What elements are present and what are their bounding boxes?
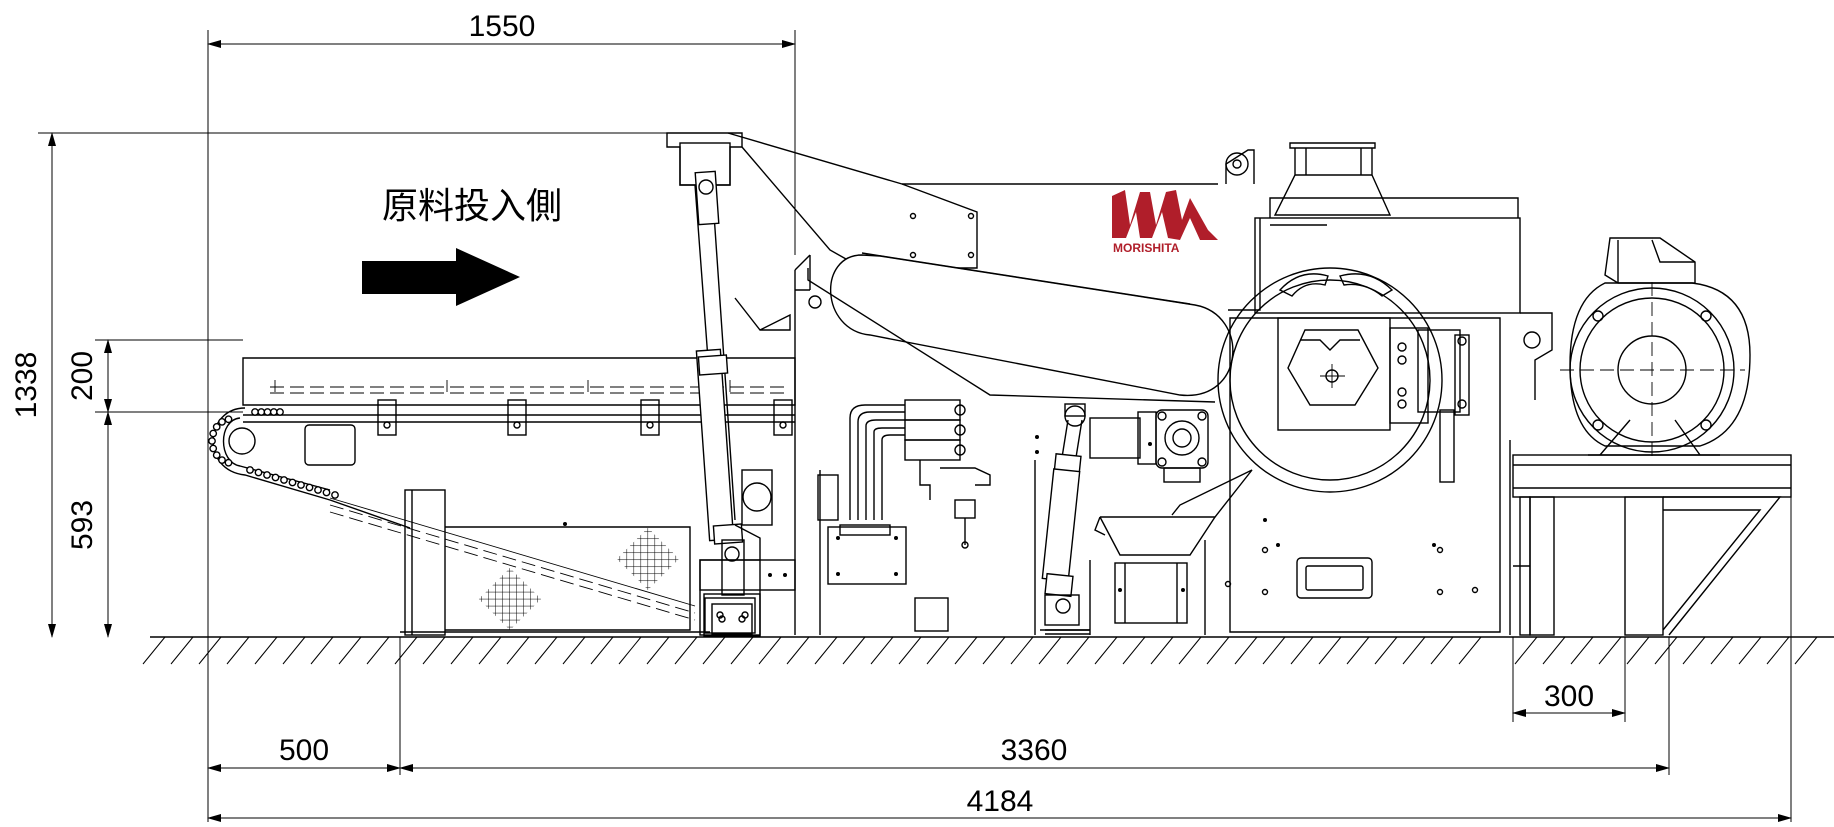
discharge-chute xyxy=(1094,469,1253,624)
dimension-lines: 1550 1338 200 593 300 500 3360 4184 xyxy=(10,10,1792,822)
morishita-logo: MORISHITA xyxy=(1112,190,1218,255)
infeed-conveyor xyxy=(208,357,796,621)
feed-arrow-icon xyxy=(362,248,520,306)
electric-motor xyxy=(1560,237,1751,456)
conveyor-frame xyxy=(400,489,710,636)
rotor-cylinder xyxy=(1035,403,1209,631)
hydraulic-unit xyxy=(817,399,991,585)
feed-side-label: 原料投入側 xyxy=(382,186,562,227)
dim-overall-length: 4184 xyxy=(967,785,1034,818)
feed-cylinder xyxy=(694,170,773,637)
dim-overall-height: 1338 xyxy=(10,352,43,419)
brand-name: MORISHITA xyxy=(1113,241,1180,255)
dim-hopper-height: 200 xyxy=(66,351,99,401)
ground-line xyxy=(142,636,1834,665)
dim-conveyor-height: 593 xyxy=(66,500,99,550)
dim-motor-base-width: 300 xyxy=(1544,680,1594,713)
dim-machine-length: 3360 xyxy=(1001,734,1068,767)
feed-direction: 原料投入側 xyxy=(362,186,562,306)
dim-top-width: 1550 xyxy=(469,10,536,43)
motor-base xyxy=(1512,454,1792,636)
infeed-chute xyxy=(807,252,1234,403)
dim-infeed-length: 500 xyxy=(279,734,329,767)
machine-outline: MORISHITA xyxy=(208,132,1792,637)
rotor-housing xyxy=(1217,142,1553,599)
